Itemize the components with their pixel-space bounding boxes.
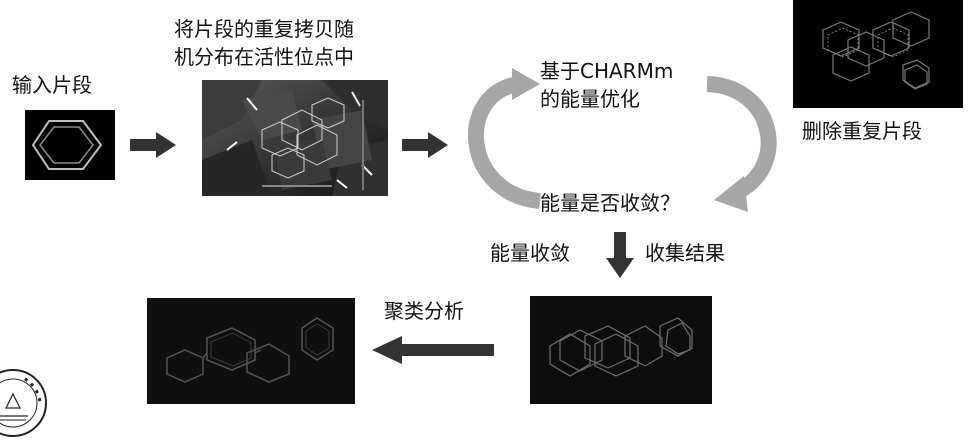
cycle-arrows	[452, 66, 792, 226]
distribute-label-line1: 将片段的重复拷贝随	[174, 17, 354, 41]
university-seal-logo	[0, 368, 48, 442]
cluster-analysis-label: 聚类分析	[384, 299, 464, 323]
flow-arrow-2	[402, 132, 448, 158]
flow-arrow-left	[372, 336, 494, 364]
optimize-label-line2: 的能量优化	[540, 87, 640, 111]
optimize-label-line1: 基于CHARMm	[540, 59, 674, 83]
deleted-duplicates-image	[793, 0, 963, 108]
flow-arrow-down	[606, 232, 634, 278]
benzene-ring-icon	[31, 120, 103, 170]
input-fragment-label: 输入片段	[12, 73, 92, 97]
converge-question-label: 能量是否收敛？	[540, 191, 680, 215]
converged-label: 能量收敛	[490, 241, 570, 265]
input-fragment-image	[25, 110, 115, 180]
collect-results-label: 收集结果	[645, 241, 725, 265]
delete-duplicates-label: 删除重复片段	[802, 119, 922, 143]
cluster-analysis-image	[147, 298, 355, 404]
distributed-copies-image	[202, 80, 388, 196]
distribute-label-line2: 机分布在活性位点中	[174, 45, 354, 69]
flow-arrow-1	[130, 132, 176, 158]
collected-results-image	[530, 296, 712, 404]
